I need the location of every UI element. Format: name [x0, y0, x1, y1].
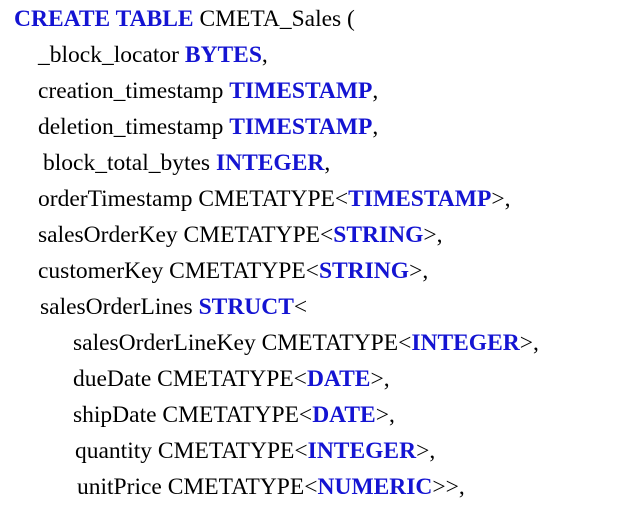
sql-column-type: TIMESTAMP: [348, 186, 492, 212]
sql-column-name: salesOrderLineKey CMETATYPE<: [73, 330, 412, 356]
sql-punctuation: >,: [416, 438, 436, 464]
sql-line-ship-date: shipDate CMETATYPE<DATE>,: [73, 400, 395, 430]
sql-punctuation: >,: [423, 222, 443, 248]
sql-column-name: deletion_timestamp: [38, 114, 230, 140]
sql-line-sales-order-lines: salesOrderLines STRUCT<: [40, 292, 307, 322]
sql-punctuation: >,: [409, 258, 429, 284]
sql-column-type: NUMERIC: [317, 474, 433, 500]
sql-line-block-locator: _block_locator BYTES,: [38, 40, 268, 70]
sql-column-name: unitPrice CMETATYPE<: [77, 474, 318, 500]
sql-column-name: orderTimestamp CMETATYPE<: [38, 186, 349, 212]
sql-column-type: STRING: [318, 258, 410, 284]
sql-column-name: dueDate CMETATYPE<: [73, 366, 307, 392]
sql-line-deletion-timestamp: deletion_timestamp TIMESTAMP,: [38, 112, 378, 142]
sql-line-creation-timestamp: creation_timestamp TIMESTAMP,: [38, 76, 378, 106]
sql-keyword-create-table: CREATE TABLE: [14, 6, 194, 32]
sql-column-type: TIMESTAMP: [229, 114, 373, 140]
sql-line-quantity: quantity CMETATYPE<INTEGER>,: [75, 436, 435, 466]
sql-column-type: DATE: [312, 402, 376, 428]
sql-punctuation: >,: [491, 186, 511, 212]
sql-column-type: TIMESTAMP: [229, 78, 373, 104]
sql-punctuation: ,: [372, 78, 379, 104]
sql-column-type: INTEGER: [215, 150, 325, 176]
sql-column-name: salesOrderKey CMETATYPE<: [38, 222, 334, 248]
sql-column-type: DATE: [306, 366, 371, 392]
sql-punctuation: <: [293, 294, 308, 320]
sql-punctuation: >>,: [432, 474, 465, 500]
sql-column-name: customerKey CMETATYPE<: [38, 258, 319, 284]
sql-punctuation: ,: [261, 42, 268, 68]
sql-line-due-date: dueDate CMETATYPE<DATE>,: [73, 364, 390, 394]
sql-punctuation: ,: [324, 150, 331, 176]
sql-column-type: BYTES: [184, 42, 262, 68]
sql-line-sales-order-line-key: salesOrderLineKey CMETATYPE<INTEGER>,: [73, 328, 539, 358]
sql-column-name: block_total_bytes: [43, 150, 216, 176]
sql-column-type: STRING: [333, 222, 424, 248]
sql-line-block-total-bytes: block_total_bytes INTEGER,: [43, 148, 330, 178]
sql-column-name: _block_locator: [38, 42, 185, 68]
sql-line-order-timestamp: orderTimestamp CMETATYPE<TIMESTAMP>,: [38, 184, 510, 214]
sql-line-sales-order-key: salesOrderKey CMETATYPE<STRING>,: [38, 220, 443, 250]
sql-line-customer-key: customerKey CMETATYPE<STRING>,: [38, 256, 428, 286]
sql-punctuation: >,: [519, 330, 539, 356]
sql-punctuation: >,: [370, 366, 390, 392]
sql-column-name: salesOrderLines: [40, 294, 199, 320]
sql-column-name: creation_timestamp: [38, 78, 230, 104]
sql-column-type: STRUCT: [198, 294, 294, 320]
sql-column-name: quantity CMETATYPE<: [75, 438, 308, 464]
sql-punctuation: >,: [375, 402, 395, 428]
sql-punctuation: ,: [372, 114, 379, 140]
sql-column-name: shipDate CMETATYPE<: [73, 402, 313, 428]
sql-column-type: INTEGER: [307, 438, 417, 464]
sql-line-header: CREATE TABLE CMETA_Sales (: [14, 4, 355, 34]
sql-line-unit-price: unitPrice CMETATYPE<NUMERIC>>,: [77, 472, 465, 502]
sql-table-name: CMETA_Sales (: [193, 6, 355, 32]
sql-column-type: INTEGER: [411, 330, 520, 356]
